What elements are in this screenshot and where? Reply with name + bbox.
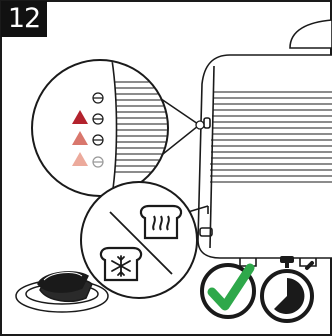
toaster-lever: [199, 227, 213, 237]
check-icon: [200, 263, 256, 319]
browning-level-mid-icon: [72, 131, 88, 145]
plate-with-bread: [15, 271, 109, 313]
toaster-front-edge: [209, 65, 215, 249]
toaster: [197, 19, 332, 267]
level-buttons: [92, 92, 104, 168]
defrost-reheat-zoom: [80, 181, 209, 299]
divider-line: [109, 211, 173, 275]
step-number: 12: [7, 3, 41, 34]
toast-steam-icon: [139, 204, 183, 240]
toaster-ribs: [210, 91, 332, 183]
toaster-body: [197, 54, 332, 259]
browning-dial-zoom: [31, 59, 205, 197]
browning-level-low-icon: [72, 152, 88, 166]
toaster-top-handle: [289, 19, 332, 49]
step-number-badge: 12: [1, 1, 47, 37]
frozen-bread-icon: [99, 246, 143, 282]
stopwatch-icon: [260, 256, 314, 323]
browning-level-high-icon: [72, 110, 88, 124]
